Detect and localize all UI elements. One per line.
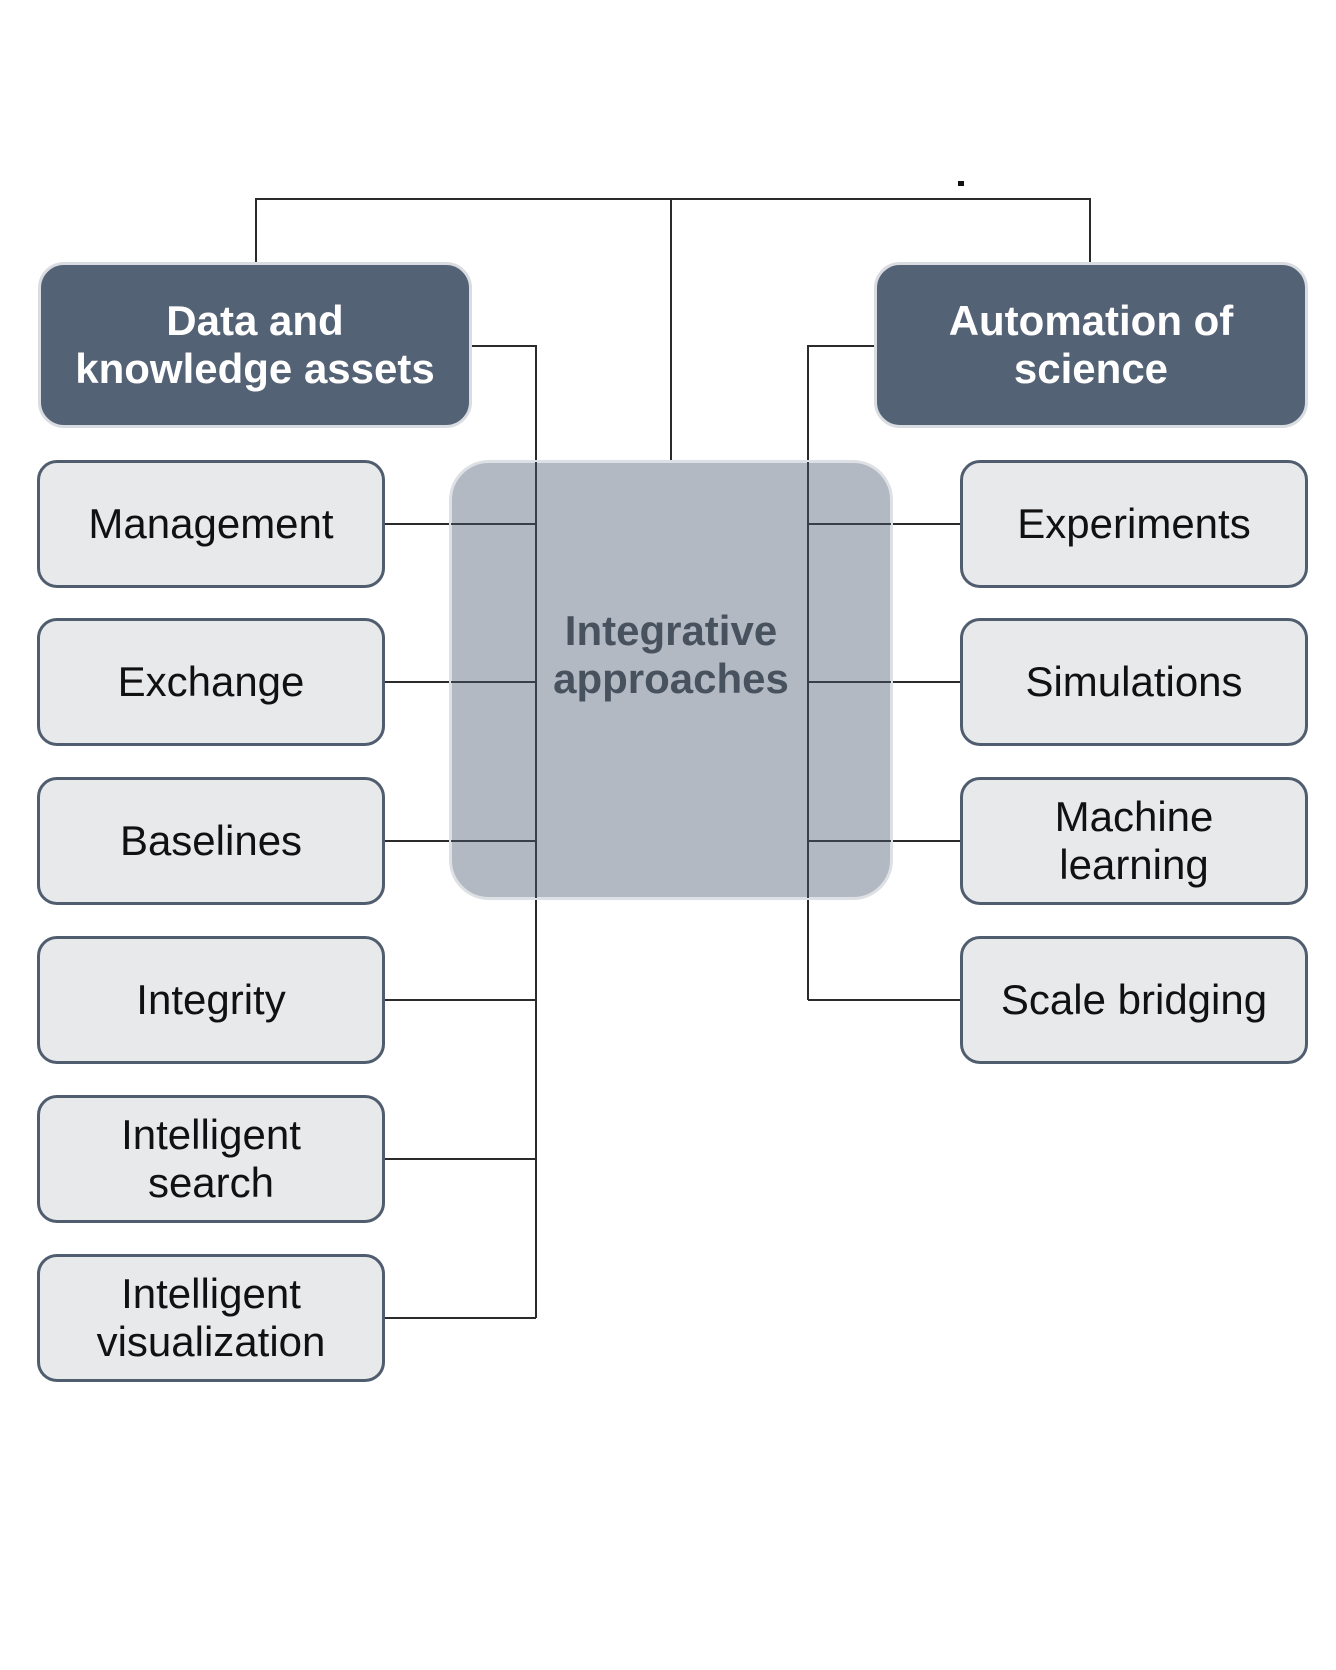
right-item-label: Experiments <box>1017 500 1251 547</box>
left-item-label: Exchange <box>117 658 305 705</box>
left-item-label: Baselines <box>119 817 303 864</box>
left-item-label: Integrity <box>136 976 286 1023</box>
right-item-label: Simulations <box>1025 658 1243 705</box>
right-item-label: Scale bridging <box>1000 976 1268 1023</box>
left-item-label: Management <box>88 500 334 547</box>
left-trunk-line <box>472 345 537 1318</box>
top-bracket-line <box>255 198 1091 262</box>
left-item-management: Management <box>37 460 385 588</box>
left-item-exchange: Exchange <box>37 618 385 746</box>
right-item-simulations: Simulations <box>960 618 1308 746</box>
right-item-experiments: Experiments <box>960 460 1308 588</box>
stray-dot-mark <box>958 181 964 186</box>
right-item-scale-bridging: Scale bridging <box>960 936 1308 1064</box>
left-item-baselines: Baselines <box>37 777 385 905</box>
left-item-integrity: Integrity <box>37 936 385 1064</box>
